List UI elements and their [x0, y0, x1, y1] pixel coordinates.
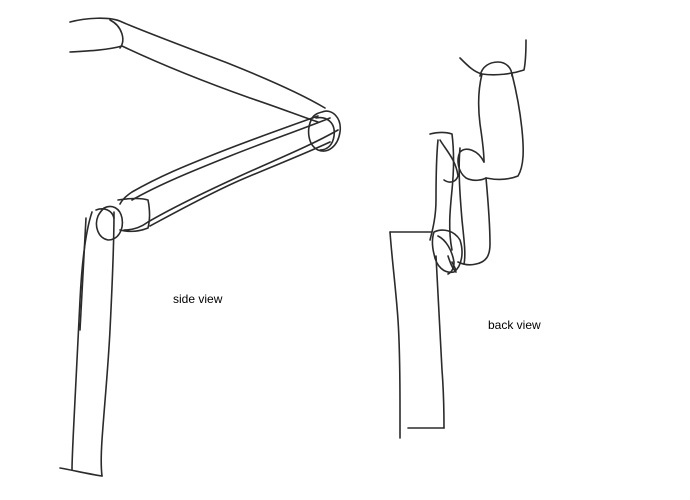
back-upper-segment-left-edge: [477, 73, 485, 163]
back-lower-joint: [431, 229, 463, 274]
back-middle-right-column: [458, 147, 466, 265]
back-top-cap: [459, 39, 527, 76]
side-upper-segment-top-edge: [69, 17, 326, 109]
side-vertical-segment-left-edge: [71, 211, 93, 471]
back-view-caption: back view: [488, 318, 541, 332]
side-lower-segment-top-edge-2: [131, 117, 331, 201]
back-upper-segment-right-edge: [485, 73, 524, 181]
back-bottom-segment-right-edge: [435, 255, 445, 429]
back-upper-segment-inner-curve: [457, 148, 487, 182]
side-view-sketch: [59, 17, 342, 477]
side-lower-segment-bottom-edge-2: [149, 141, 331, 227]
side-lower-segment-end-box: [117, 197, 151, 233]
side-vertical-segment-inner-edge: [79, 217, 87, 331]
back-bottom-segment-left-edge: [389, 231, 401, 439]
side-elbow-joint-overlap: [315, 116, 336, 151]
side-lower-segment-top-edge: [119, 115, 319, 205]
side-upper-segment-end-cap: [109, 19, 124, 49]
back-middle-inner-edge: [429, 139, 439, 241]
back-middle-outer-right: [457, 177, 491, 266]
side-elbow-joint: [307, 110, 342, 152]
side-lower-segment-bottom-edge: [123, 129, 339, 231]
back-lower-joint-hatch: [447, 255, 457, 273]
back-view-sketch: [389, 39, 527, 439]
side-view-caption: side view: [173, 292, 223, 306]
side-vertical-segment-right-edge: [100, 211, 115, 477]
side-vertical-segment-bottom: [59, 467, 103, 477]
side-upper-segment-bottom-edge: [69, 45, 319, 123]
back-lower-joint-overlap: [437, 235, 455, 275]
back-middle-small-lobe: [439, 139, 459, 183]
back-top-cap-arc: [479, 61, 513, 77]
side-wrist-joint: [95, 205, 124, 241]
